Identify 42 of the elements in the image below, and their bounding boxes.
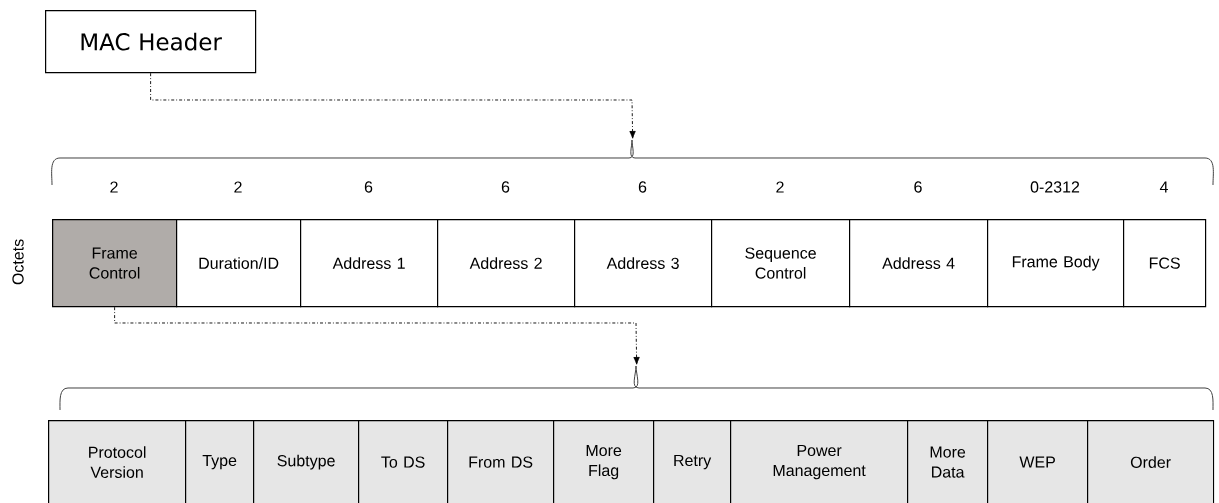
- node-label: WEP: [1019, 456, 1055, 468]
- field-cell: Type: [185, 420, 255, 503]
- node-label: Type: [202, 454, 237, 470]
- field-cell: Order: [1087, 420, 1215, 503]
- octet-count: 2: [234, 181, 242, 193]
- node-label: To DS: [381, 456, 425, 468]
- field-cell: Retry: [653, 420, 732, 503]
- field-cell: Sequence Control: [711, 219, 851, 308]
- octet-count: 6: [914, 181, 922, 193]
- field-cell: Frame Body: [987, 219, 1125, 308]
- node-label: Subtype: [277, 454, 335, 470]
- octet-count: 2: [110, 181, 118, 193]
- node-label: Protocol Version: [89, 446, 146, 478]
- axis-label: Octets: [12, 239, 24, 285]
- field-cell: Frame Control: [52, 219, 178, 308]
- octet-count: 6: [501, 181, 510, 193]
- leader-line: [114, 306, 640, 365]
- node-label: Power Management: [773, 444, 866, 480]
- node-label: More Flag: [586, 444, 622, 480]
- octet-count: 2: [776, 181, 784, 193]
- field-cell: To DS: [358, 420, 449, 503]
- node-label: Retry: [674, 454, 712, 470]
- field-cell: Address 4: [849, 219, 989, 308]
- field-cell: More Flag: [553, 420, 655, 503]
- field-cell: Address 2: [437, 219, 576, 308]
- leader-line: [150, 72, 636, 139]
- field-cell: Subtype: [253, 420, 360, 503]
- octet-count: 6: [638, 181, 647, 193]
- octet-count: 4: [1159, 181, 1168, 193]
- field-cell: FCS: [1123, 219, 1207, 308]
- field-cell: From DS: [447, 420, 555, 503]
- header-box: MAC Header: [45, 10, 257, 74]
- field-cell: WEP: [987, 420, 1089, 503]
- brace: [59, 365, 1214, 411]
- node-label: From DS: [469, 456, 533, 468]
- node-label: More Data: [930, 446, 966, 478]
- octet-count: 6: [364, 181, 373, 193]
- field-cell: Duration/ID: [176, 219, 302, 308]
- field-cell: More Data: [907, 420, 989, 503]
- field-cell: Address 1: [300, 219, 439, 308]
- octet-count: 0-2312: [1030, 181, 1080, 193]
- field-cell: Address 3: [574, 219, 713, 308]
